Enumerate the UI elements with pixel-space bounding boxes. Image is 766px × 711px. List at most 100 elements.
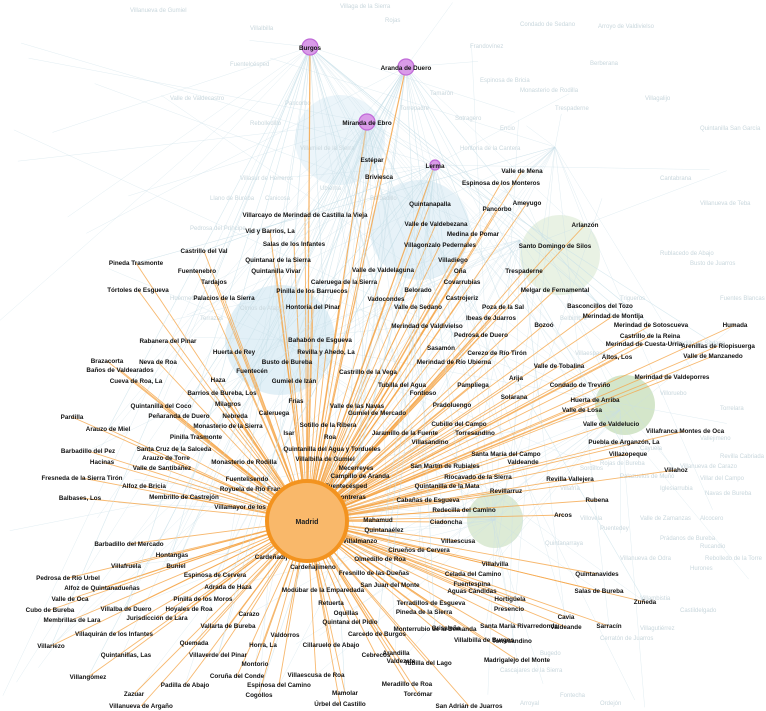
- node-fuentenebro[interactable]: Fuentenebro: [178, 268, 216, 275]
- node-villaescusa[interactable]: Villaescusa: [441, 538, 476, 545]
- node-revilla-vallejera[interactable]: Revilla Vallejera: [546, 476, 594, 483]
- node-buniel[interactable]: Buniel: [166, 563, 185, 570]
- node-quintanaelez[interactable]: Quintanaélez: [364, 527, 403, 534]
- node-pineda-trasmonte[interactable]: Pineda Trasmonte: [109, 260, 164, 267]
- node-zazuar[interactable]: Zazuar: [124, 691, 145, 698]
- node-valle-de-oca[interactable]: Valle de Oca: [51, 596, 89, 603]
- node-tubilla-del-lago[interactable]: Tubilla del Lago: [404, 660, 452, 667]
- hub-node-miranda-circle[interactable]: [358, 113, 376, 131]
- node-milagros[interactable]: Milagros: [215, 401, 241, 408]
- node-ona[interactable]: Oña: [454, 268, 467, 275]
- node-valdezate[interactable]: Valdezate: [387, 658, 416, 665]
- node-valdeande[interactable]: Valdeande: [550, 624, 582, 631]
- node-fontioso[interactable]: Fontioso: [410, 390, 437, 397]
- node-huerta-de-arriba[interactable]: Huerta de Arriba: [570, 397, 620, 404]
- node-madrigalejo-del-monte[interactable]: Madrigalejo del Monte: [484, 657, 551, 664]
- node-san-juan-del-monte[interactable]: San Juan del Monte: [360, 582, 420, 589]
- node-espinosa-de-los-monteros[interactable]: Espinosa de los Monteros: [462, 180, 541, 187]
- node-nebreda[interactable]: Nebreda: [222, 413, 248, 420]
- node-villalvilla[interactable]: Villalvilla: [482, 561, 509, 568]
- node-cardenadijo[interactable]: Cardeñadijo: [255, 554, 292, 561]
- node-espinosa-de-cervera[interactable]: Espinosa de Cervera: [184, 572, 247, 579]
- node-torresandino[interactable]: Torresandino: [492, 638, 532, 645]
- node-condado-de-trevino[interactable]: Condado de Treviño: [550, 382, 611, 389]
- node-santa-maria-del-campo[interactable]: Santa María del Campo: [471, 451, 540, 458]
- node-san-adrian-de-juarros[interactable]: San Adrián de Juarros: [436, 703, 503, 710]
- node-villalba-de-duero[interactable]: Villalba de Duero: [101, 606, 152, 613]
- node-penaranda-de-duero[interactable]: Peñaranda de Duero: [148, 413, 209, 420]
- node-zuneda[interactable]: Zuñeda: [634, 599, 657, 606]
- node-bahabon-de-esgueva[interactable]: Bahabón de Esgueva: [288, 337, 352, 344]
- node-quintanilla-del-coco[interactable]: Quintanilla del Coco: [131, 403, 192, 410]
- node-villasandino[interactable]: Villasandino: [412, 439, 449, 446]
- hub-node-aranda[interactable]: Aranda de Duero: [381, 58, 432, 76]
- node-castrillo-de-la-reina[interactable]: Castrillo de la Reina: [620, 333, 681, 340]
- node-arauzo-de-torre[interactable]: Arauzo de Torre: [142, 455, 190, 462]
- node-cubo-de-bureba[interactable]: Cubo de Bureba: [26, 607, 75, 614]
- node-contreras[interactable]: Contreras: [336, 494, 366, 501]
- node-gumiel-de-izan[interactable]: Gumiel de Izán: [272, 378, 317, 385]
- node-palacios-de-la-sierra[interactable]: Palacios de la Sierra: [193, 295, 255, 302]
- node-villangomez[interactable]: Villangómez: [70, 674, 107, 681]
- node-merindad-de-montija[interactable]: Merindad de Montija: [583, 313, 644, 320]
- node-barbadillo-del-mercado[interactable]: Barbadillo del Mercado: [94, 541, 163, 548]
- node-huerta-de-rey[interactable]: Huerta de Rey: [213, 349, 256, 356]
- node-valdorros[interactable]: Valdorros: [270, 632, 300, 639]
- node-jaramillo-de-la-fuente[interactable]: Jaramillo de la Fuente: [372, 430, 439, 437]
- node-coruna-del-conde[interactable]: Coruña del Conde: [210, 673, 265, 680]
- node-hontoria-del-pinar[interactable]: Hontoria del Pinar: [286, 304, 341, 311]
- node-ameyugo[interactable]: Ameyugo: [513, 200, 542, 207]
- node-balbases-los[interactable]: Balbases, Los: [59, 495, 102, 502]
- node-pineda-de-la-sierra[interactable]: Pineda de la Sierra: [396, 609, 453, 616]
- node-monasterio-de-la-sierra[interactable]: Monasterio de la Sierra: [193, 423, 263, 430]
- node-valle-de-las-navas[interactable]: Valle de las Navas: [330, 403, 385, 410]
- node-bozoo[interactable]: Bozoó: [534, 322, 553, 329]
- node-olmedillo-de-roa[interactable]: Olmedillo de Roa: [354, 556, 406, 563]
- node-merindad-de-valdeporres[interactable]: Merindad de Valdeporres: [635, 374, 710, 381]
- node-estepar[interactable]: Estépar: [360, 157, 384, 164]
- node-frias[interactable]: Frías: [288, 398, 304, 405]
- node-redecilla-del-camino[interactable]: Redecilla del Camino: [432, 507, 495, 514]
- node-valle-de-mena[interactable]: Valle de Mena: [501, 168, 543, 175]
- node-carcedo-de-burgos[interactable]: Carcedo de Burgos: [348, 631, 407, 638]
- node-salas-de-bureba[interactable]: Salas de Bureba: [575, 588, 624, 595]
- node-villadiego[interactable]: Villadiego: [438, 257, 468, 264]
- node-membrillo-de-castrejon[interactable]: Membrillo de Castrejón: [149, 494, 219, 501]
- node-arauzo-de-miel[interactable]: Arauzo de Miel: [86, 426, 131, 433]
- node-fuentecesped[interactable]: Fuentecésped: [325, 483, 367, 490]
- node-pinilla-trasmonte[interactable]: Pinilla Trasmonte: [170, 434, 223, 441]
- node-pedrosa-de-duero[interactable]: Pedrosa de Duero: [454, 332, 508, 339]
- node-tortoles-de-esgueva[interactable]: Tórtoles de Esgueva: [107, 287, 169, 294]
- node-cogollos[interactable]: Cogollos: [246, 692, 273, 699]
- node-valle-de-sedano[interactable]: Valle de Sedano: [394, 304, 442, 311]
- node-solarana[interactable]: Solarana: [501, 394, 528, 401]
- node-isar[interactable]: Isar: [283, 430, 295, 437]
- node-royuela-de-rio-franco[interactable]: Royuela de Río Franco: [220, 486, 288, 493]
- node-fuentespina[interactable]: Fuentespina: [453, 581, 491, 588]
- node-brazacorta[interactable]: Brazacorta: [91, 358, 124, 365]
- node-merindad-de-valdivielso[interactable]: Merindad de Valdivielso: [391, 323, 463, 330]
- node-quintanilla-de-la-mata[interactable]: Quintanilla de la Mata: [415, 483, 480, 490]
- node-merindad-de-sotoscueva[interactable]: Merindad de Sotoscueva: [614, 322, 689, 329]
- node-horra-la[interactable]: Horra, La: [249, 642, 277, 649]
- node-villalmanzo[interactable]: Villalmanzo: [343, 538, 378, 545]
- node-pinilla-de-los-barruecos[interactable]: Pinilla de los Barruecos: [276, 288, 348, 295]
- node-carazo[interactable]: Carazo: [239, 611, 260, 618]
- node-monasterio-de-rodilla[interactable]: Monasterio de Rodilla: [211, 459, 277, 466]
- node-medina-de-pomar[interactable]: Medina de Pomar: [447, 231, 500, 238]
- node-fresneda-de-la-sierra-tiron[interactable]: Fresneda de la Sierra Tirón: [41, 475, 122, 482]
- node-roa[interactable]: Roa: [324, 434, 336, 441]
- node-tardajos[interactable]: Tardajos: [201, 279, 227, 286]
- node-torresandino[interactable]: Torresandino: [455, 430, 495, 437]
- node-basconcillos-del-tozo[interactable]: Basconcillos del Tozo: [567, 303, 633, 310]
- node-fresnillo-de-las-duenas[interactable]: Fresnillo de las Dueñas: [339, 570, 410, 577]
- madrid-node[interactable]: Madrid: [265, 479, 349, 563]
- node-jurisdiccion-de-lara[interactable]: Jurisdicción de Lara: [126, 615, 188, 622]
- node-meradillo-de-roa[interactable]: Meradillo de Roa: [382, 681, 433, 688]
- node-trespaderne[interactable]: Trespaderne: [505, 268, 543, 275]
- hub-node-lerma[interactable]: Lerma: [426, 159, 445, 171]
- node-santa-cruz-de-la-salceda[interactable]: Santa Cruz de la Salceda: [137, 446, 212, 453]
- node-alfoz-de-bricia[interactable]: Alfoz de Bricia: [122, 483, 166, 490]
- node-villahoz[interactable]: Villahoz: [664, 467, 688, 474]
- node-ciruenos-de-cervera[interactable]: Cirueños de Cervera: [388, 547, 450, 554]
